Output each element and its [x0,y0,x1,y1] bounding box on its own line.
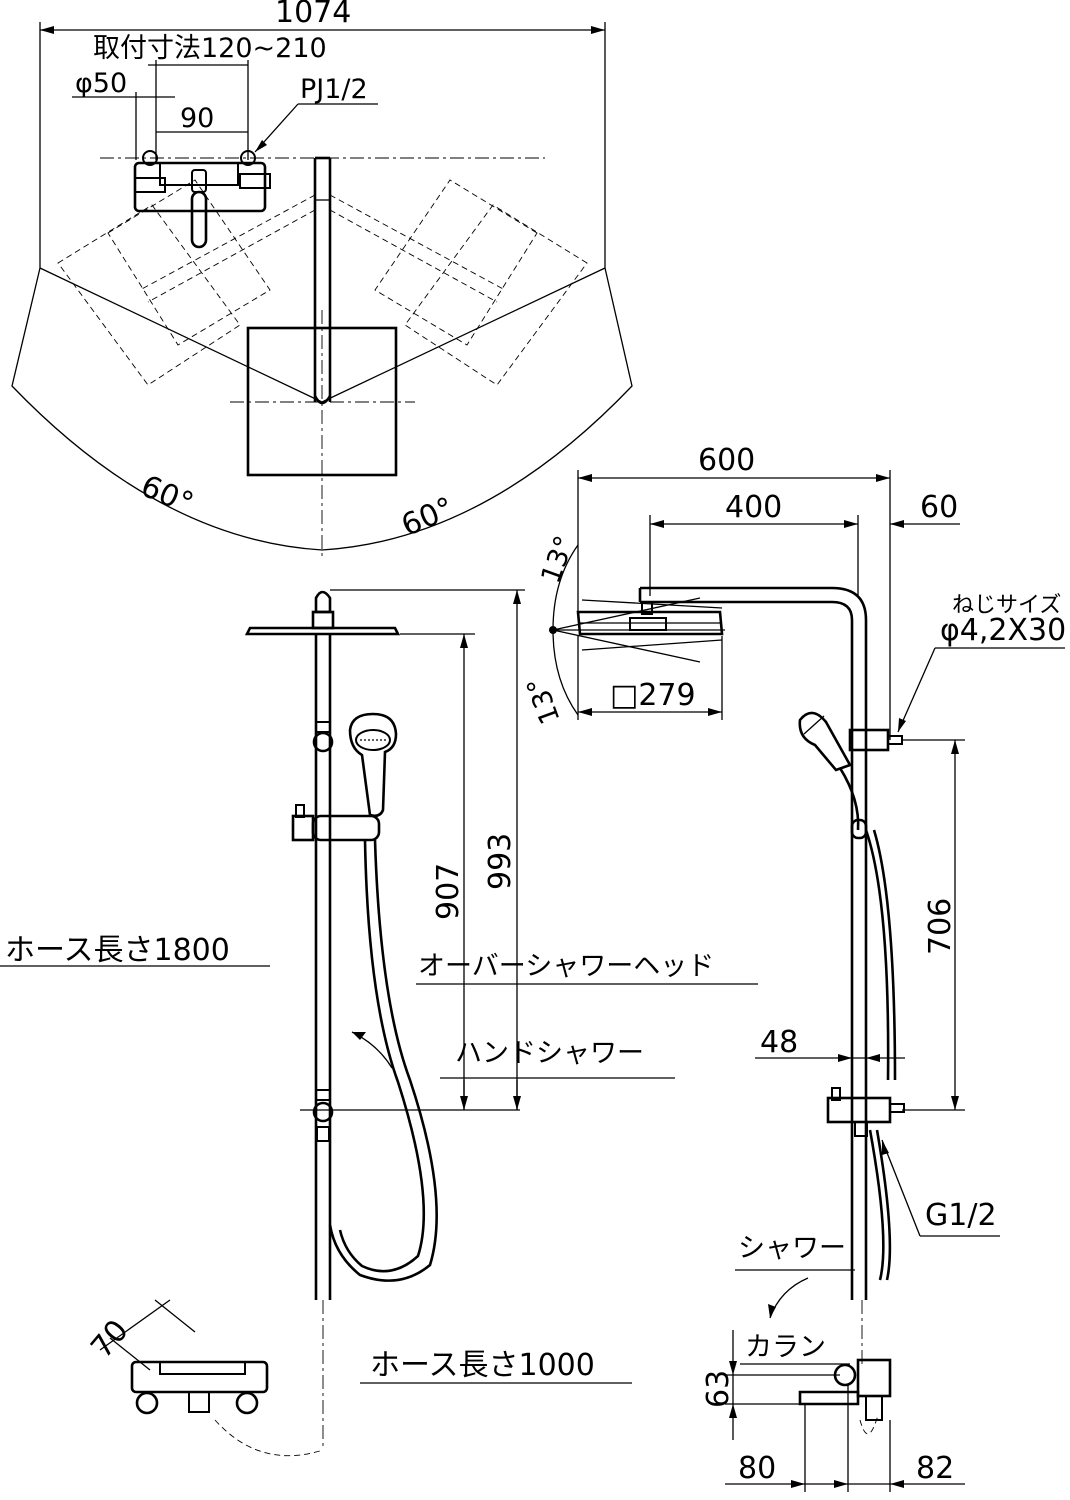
tilt-down: 13° [521,673,566,729]
hose-long: ホース長さ1800 [5,933,230,968]
hose-short: ホース長さ1000 [370,1348,595,1383]
screw-title: ねじサイズ [952,593,1061,618]
hand-shower-label: ハンドシャワー [455,1038,644,1069]
dim-993: 993 [483,833,518,890]
dim-600: 600 [698,443,755,478]
head-size: □279 [610,678,696,713]
overhead-label: オーバーシャワーヘッド [418,951,714,982]
dim-63: 63 [701,1370,736,1408]
thread-g: G1/2 [925,1198,997,1233]
side-view: 600 400 60 13° 13° [521,443,1066,1492]
label-faucet: カラン [745,1332,826,1363]
dim-mount-range: 取付寸法120~210 [93,33,327,64]
tilt-up: 13° [535,532,580,588]
dim-60: 60 [920,490,958,525]
dim-pipe-dia: φ50 [75,68,127,99]
depth-70: 70 [84,1313,135,1365]
screw-size: φ4,2X30 [940,613,1066,648]
dim-706: 706 [923,898,958,955]
dim-82: 82 [916,1451,954,1486]
dim-48: 48 [760,1025,798,1060]
label-shower: シャワー [738,1233,846,1264]
front-view: 993 907 ホース長さ1800 オーバーシャワーヘッド ハンドシャワー 70… [0,589,758,1457]
dim-907: 907 [431,863,466,920]
dim-400: 400 [725,490,782,525]
angle-right: 60° [396,491,459,544]
angle-left: 60° [136,469,199,522]
dim-spacing: 90 [180,103,214,134]
top-view: 1074 取付寸法120~210 φ50 90 PJ1/2 [11,0,633,560]
dim-total-width: 1074 [275,0,351,30]
pipe-thread: PJ1/2 [300,74,368,105]
dim-80: 80 [738,1451,776,1486]
